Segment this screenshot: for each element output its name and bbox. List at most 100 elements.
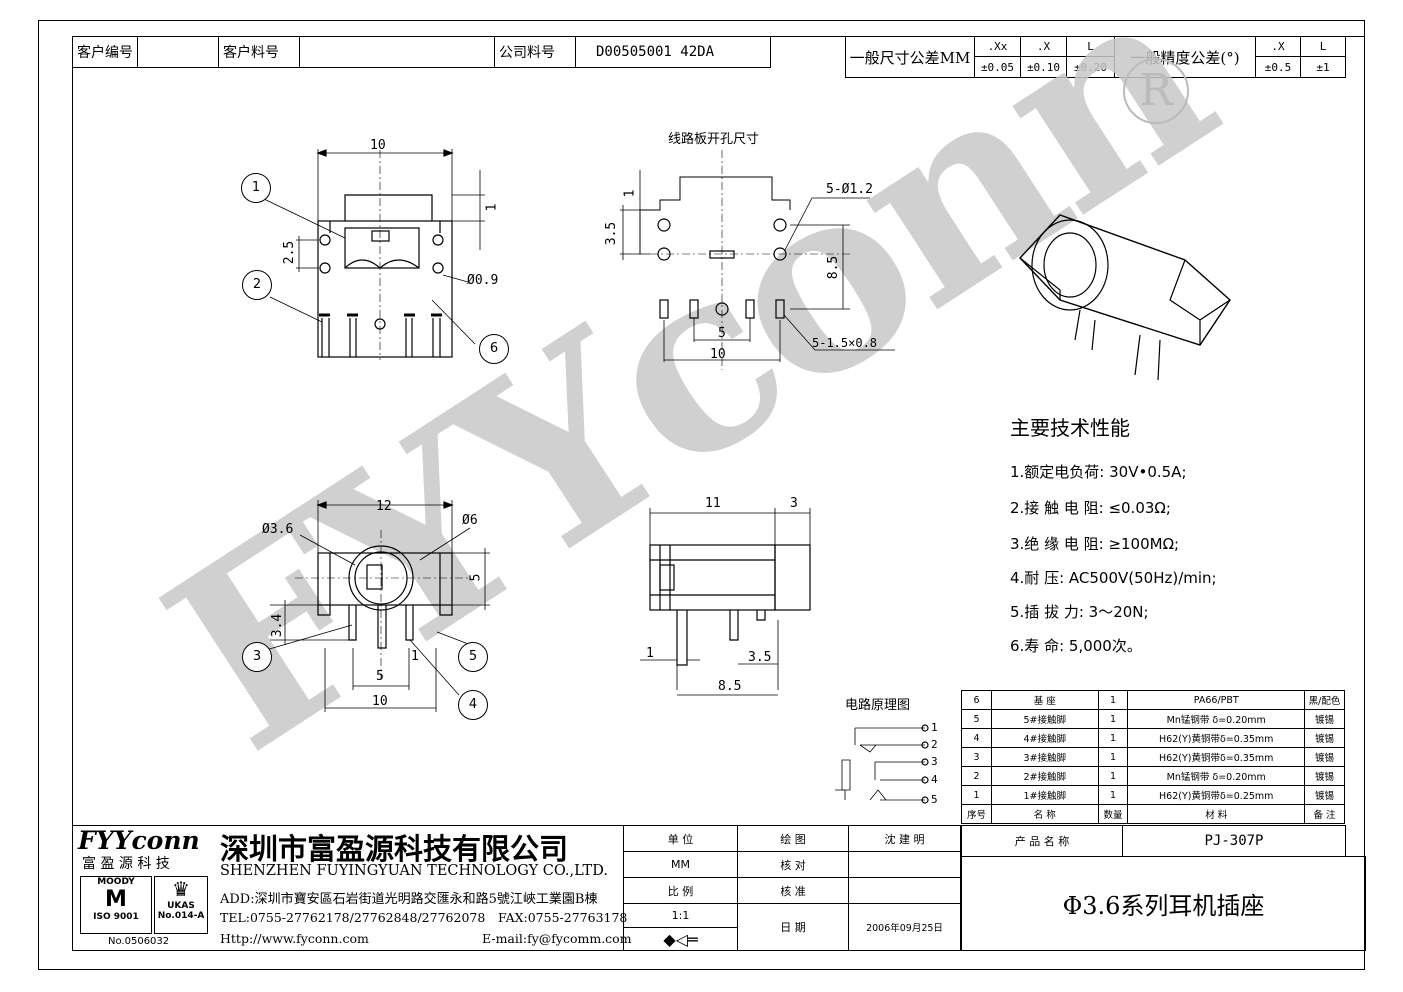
date-label: 日 期 (737, 903, 849, 951)
dim-side-pin: 1 (646, 646, 654, 661)
dim-pcb-holes: 5-Ø1.2 (826, 182, 873, 197)
dim-pcb-width: 10 (710, 347, 726, 362)
dim-front-width: 10 (370, 138, 386, 153)
dim-front-top: 1 (484, 203, 500, 212)
dim-bottom-hole-inner: Ø3.6 (262, 522, 294, 537)
bom-cell: 4#接触脚 (990, 728, 1099, 748)
circuit-pin-2: 2 (931, 738, 938, 751)
bom-cell: 3 (961, 747, 992, 767)
pcb-title: 线路板开孔尺寸 (668, 132, 760, 147)
callout-5: 5 (458, 642, 488, 672)
dim-side-total: 8.5 (718, 679, 742, 694)
approve-value (848, 877, 961, 904)
spec-item-5: 5.插 拔 力: 3～20N; (1010, 603, 1149, 621)
callout-3: 3 (242, 642, 272, 672)
company-email: E-mail:fy@fycomm.com (482, 931, 632, 946)
front-view-body (317, 220, 453, 358)
dim-bottom-pin: 3.4 (270, 613, 286, 638)
dim-pcb-right: 8.5 (826, 255, 842, 280)
product-name: PJ-307P (1122, 825, 1346, 857)
company-tel: TEL:0755-27762178/27762848/27762078 (220, 910, 486, 925)
bom-cell: 1 (1097, 709, 1129, 729)
bom-cell: 1 (1097, 690, 1129, 710)
bom-cell: 1#接触脚 (990, 785, 1099, 805)
dim-bottom-height: 5 (468, 573, 484, 582)
cert-number: No.0506032 (108, 936, 170, 947)
company-name-en: SHENZHEN FUYINGYUAN TECHNOLOGY CO.,LTD. (220, 863, 608, 879)
bom-cell: 镀锡 (1304, 766, 1345, 786)
bom-cell: 镀锡 (1304, 747, 1345, 767)
dim-pcb-left: 3.5 (604, 221, 620, 246)
dim-bottom-gap: 1 (411, 649, 419, 664)
callout-1: 1 (241, 173, 271, 203)
product-description: Φ3.6系列耳机插座 (961, 856, 1366, 951)
dim-bottom-pitch: 5 (376, 669, 384, 684)
scale-label: 比 例 (623, 877, 738, 904)
bom-cell: 1 (1097, 747, 1129, 767)
company-fax: FAX:0755-27763178 (498, 910, 628, 925)
bom-cell: 基 座 (990, 690, 1099, 710)
circuit-title: 电路原理图 (845, 698, 911, 713)
callout-2: 2 (242, 270, 272, 300)
drawer-name: 沈 建 明 (848, 825, 961, 852)
bom-cell: 2#接触脚 (990, 766, 1099, 786)
bom-cell: H62(Y)黄铜带δ=0.35mm (1127, 728, 1306, 748)
bom-cell: 1 (961, 785, 992, 805)
bom-cell: 1 (1097, 728, 1129, 748)
check-label: 核 对 (737, 851, 849, 878)
dim-pcb-top: 1 (622, 189, 638, 198)
spec-item-2: 2.接 触 电 阻: ≤0.03Ω; (1010, 499, 1171, 517)
bom-head-cell: 名 称 (990, 804, 1099, 824)
check-value (848, 851, 961, 878)
circuit-pin-3: 3 (931, 755, 938, 768)
draw-label: 绘 图 (737, 825, 849, 852)
callout-4: 4 (458, 690, 488, 720)
bom-head-cell: 材 料 (1127, 804, 1306, 824)
company-address: ADD:深圳市寶安區石岩街道光明路交匯永和路5號江峽工業園B棟 (220, 892, 598, 907)
company-name-cn: 深圳市富盈源科技有限公司 (220, 832, 569, 866)
spec-item-6: 6.寿 命: 5,000次。 (1010, 637, 1142, 655)
dim-bottom-width-2: 10 (372, 694, 388, 709)
scale-value: 1:1 (623, 903, 738, 928)
bom-head-cell: 数量 (1097, 804, 1129, 824)
callout-6: 6 (479, 334, 509, 364)
dim-side-offset: 3.5 (748, 650, 772, 665)
company-logo: FYYconn (78, 826, 200, 855)
bom-cell: 5 (961, 709, 992, 729)
dim-bottom-width: 12 (376, 499, 392, 514)
bom-head-cell: 备 注 (1304, 804, 1345, 824)
spec-item-1: 1.额定电负荷: 30V•0.5A; (1010, 463, 1187, 481)
watermark-reg-mark: R (1123, 58, 1189, 124)
bom-cell: H62(Y)黄铜带δ=0.35mm (1127, 747, 1306, 767)
circuit-pin-4: 4 (931, 773, 938, 786)
bom-cell: PA66/PBT (1127, 690, 1306, 710)
bom-cell: 4 (961, 728, 992, 748)
bom-cell: 5#接触脚 (990, 709, 1099, 729)
spec-item-4: 4.耐 压: AC500V(50Hz)/min; (1010, 569, 1217, 587)
spec-item-3: 3.绝 缘 电 阻: ≥100MΩ; (1010, 535, 1180, 553)
bom-cell: 2 (961, 766, 992, 786)
unit-value: MM (623, 851, 738, 878)
specs-title: 主要技术性能 (1010, 416, 1130, 440)
bom-cell: 镀锡 (1304, 709, 1345, 729)
unit-label: 单 位 (623, 825, 738, 852)
bom-cell: 1 (1097, 766, 1129, 786)
bom-header: 序号名 称数量材 料备 注 (961, 804, 1345, 824)
bom-cell: Mn锰钢带 δ=0.20mm (1127, 766, 1306, 786)
bom-head-cell: 序号 (961, 804, 992, 824)
circuit-pin-1: 1 (931, 721, 938, 734)
projection-symbol-icon: ◆◁═ (623, 927, 738, 951)
dim-side-length: 11 (705, 496, 721, 511)
dim-side-tip: 3 (790, 496, 798, 511)
company-part-value: D00505001 42DA (575, 36, 771, 68)
tol-ang-val-2: ±1 (1300, 56, 1346, 78)
